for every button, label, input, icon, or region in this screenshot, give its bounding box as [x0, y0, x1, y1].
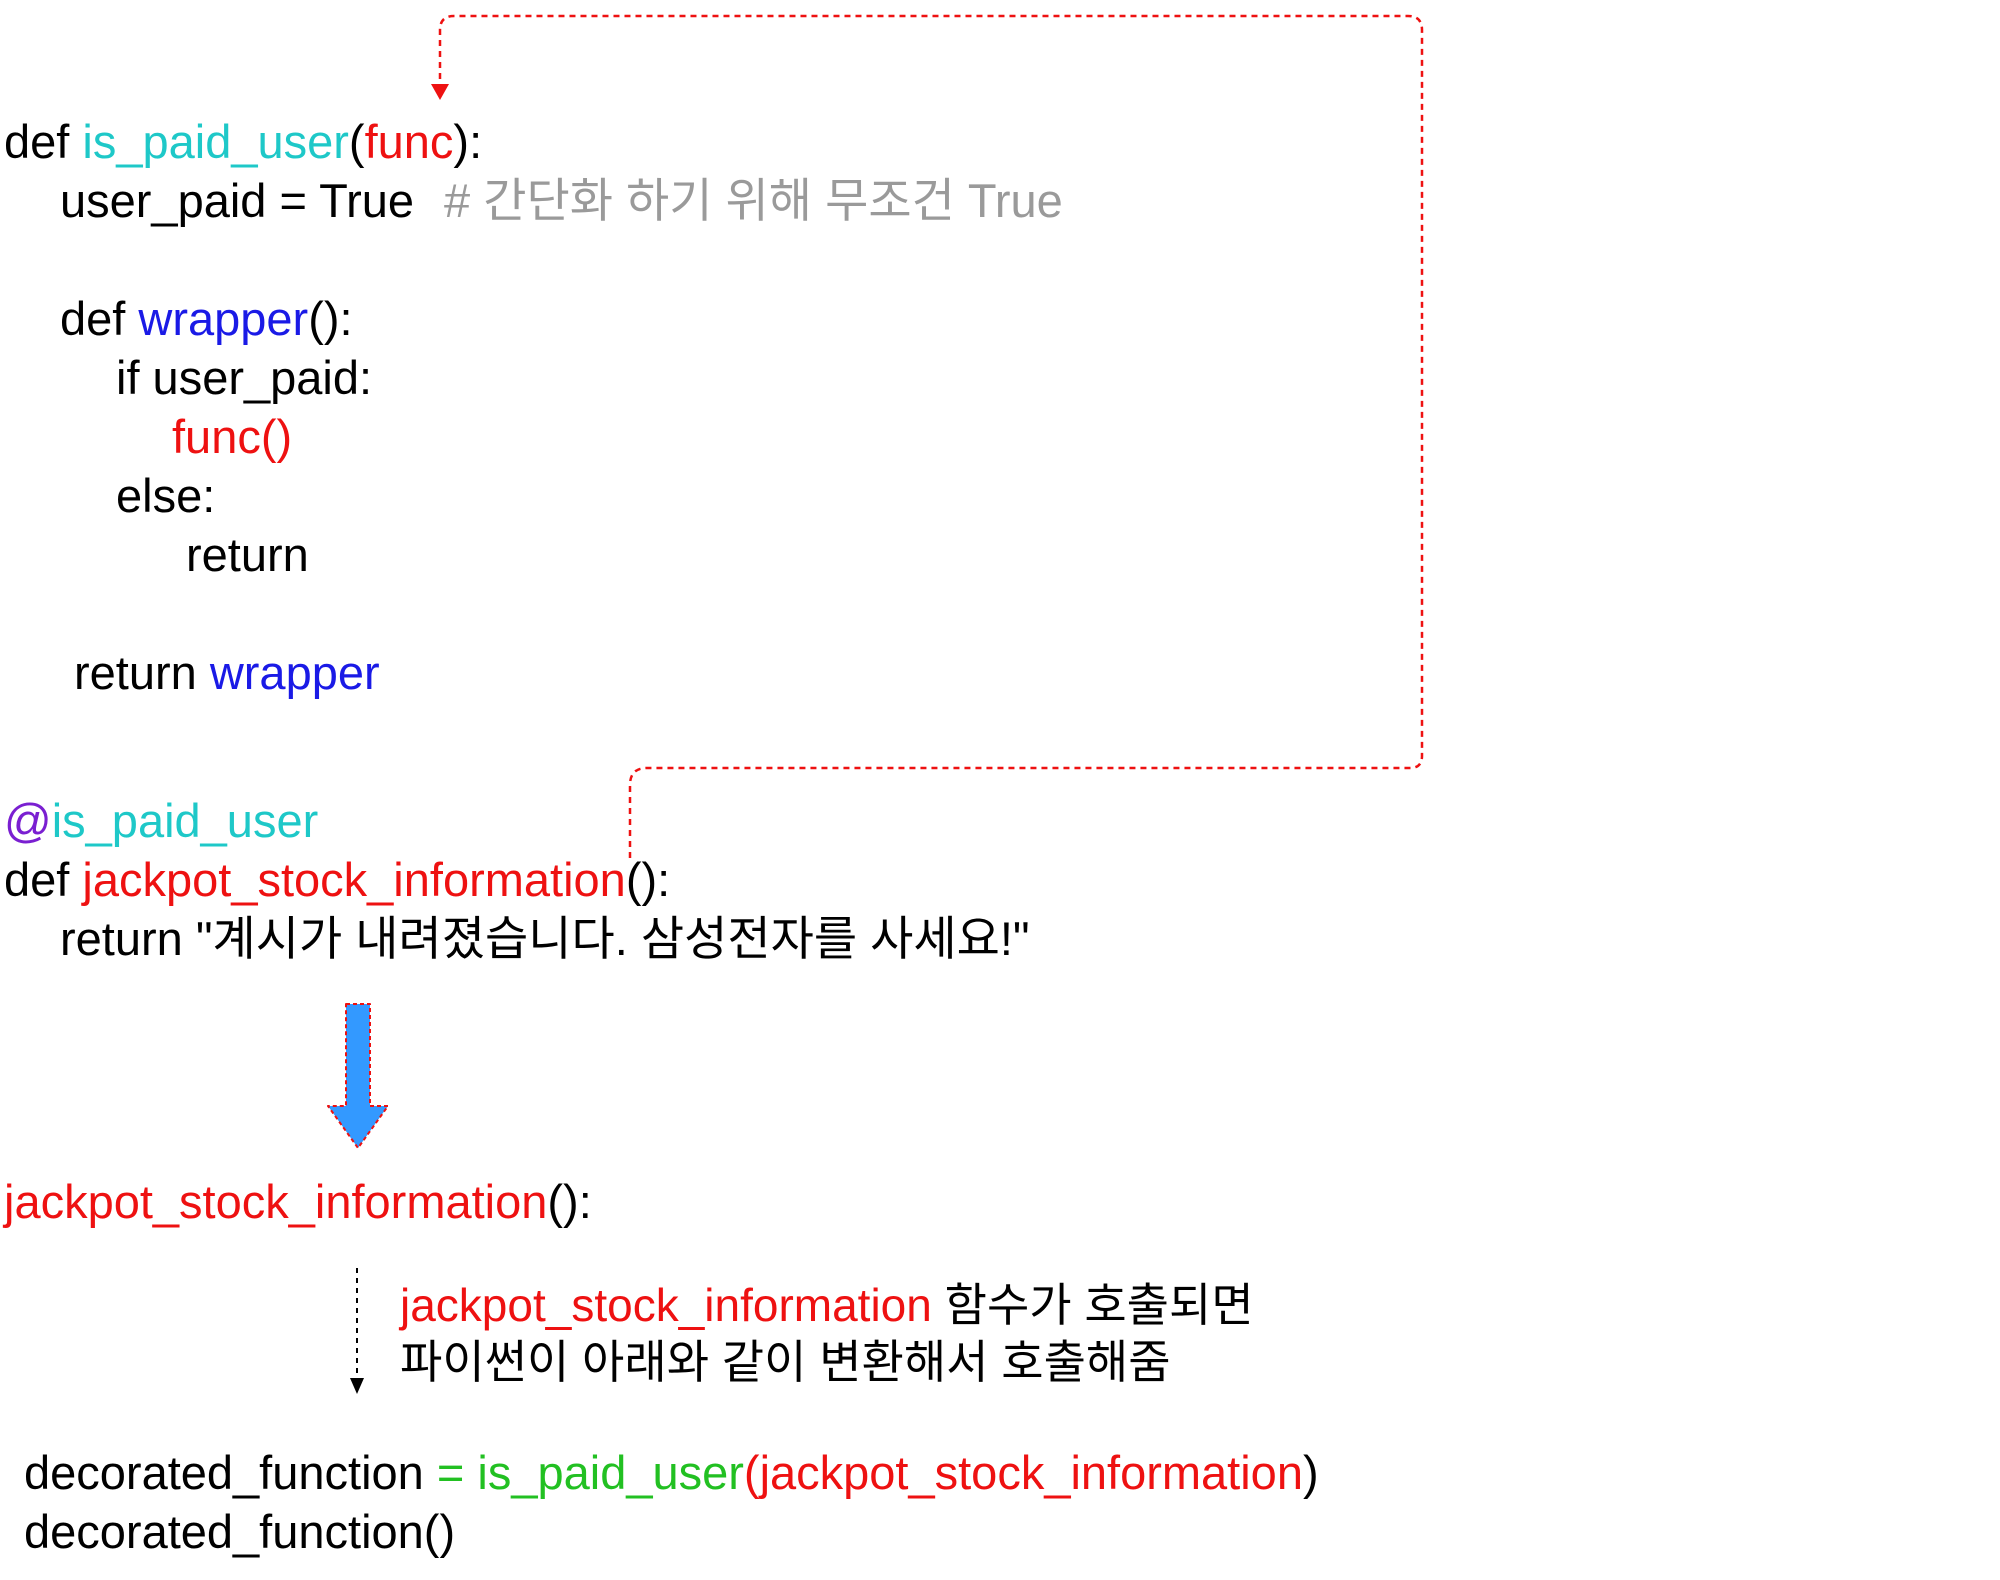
code-line-return: return: [186, 526, 309, 584]
code-line-else: else:: [116, 467, 215, 525]
return-keyword: return: [186, 528, 309, 581]
func-call: func(): [172, 410, 293, 463]
if-statement: if user_paid:: [116, 351, 373, 404]
transformed-paren-close: ): [1302, 1446, 1319, 1499]
code-comment: # 간단화 하기 위해 무조건 True: [444, 174, 1063, 227]
def-keyword: def: [60, 292, 139, 345]
paren-close-colon: ):: [453, 115, 483, 168]
code-line-decorator-usage: @is_paid_user: [4, 792, 318, 850]
returned-wrapper-name: wrapper: [209, 646, 380, 699]
else-statement: else:: [116, 469, 216, 522]
decorated-function-var: decorated_function: [24, 1446, 424, 1499]
note-line-1-rest: 함수가 호출되면: [931, 1279, 1254, 1331]
called-function-name: jackpot_stock_information: [4, 1175, 548, 1228]
transformed-decorator-call: is_paid_user: [477, 1446, 744, 1499]
note-line-2-text: 파이썬이 아래와 같이 변환해서 호출해줌: [400, 1336, 1171, 1388]
return-keyword: return: [74, 646, 210, 699]
wrapper-parens: ():: [308, 292, 353, 345]
paren-open: (: [348, 115, 365, 168]
code-line-user-paid: user_paid = True # 간단화 하기 위해 무조건 True: [60, 172, 1063, 230]
dashed-loop-arrow-icon: [431, 14, 1424, 858]
user-paid-assignment: user_paid = True: [60, 174, 415, 227]
decorator-reference: is_paid_user: [51, 794, 319, 847]
code-line-return-wrapper: return wrapper: [74, 644, 380, 702]
def-keyword: def: [4, 853, 83, 906]
func-parameter: func: [364, 115, 454, 168]
decorator-function-name: is_paid_user: [82, 115, 349, 168]
call-parens: ():: [547, 1175, 592, 1228]
assign-equals: =: [423, 1446, 478, 1499]
transformed-call-line: decorated_function(): [24, 1503, 455, 1561]
decorated-parens: ():: [625, 853, 671, 906]
code-line-def-is-paid-user: def is_paid_user(func):: [4, 113, 482, 171]
return-string-statement: return "계시가 내려졌습니다. 삼성전자를 사세요!": [60, 912, 1030, 965]
at-sign: @: [4, 794, 52, 847]
dashed-down-arrow-icon: [350, 1268, 364, 1394]
decorated-function-name: jackpot_stock_information: [82, 853, 626, 906]
code-line-return-string: return "계시가 내려졌습니다. 삼성전자를 사세요!": [60, 910, 1030, 968]
wrapper-function-name: wrapper: [138, 292, 309, 345]
transformed-assignment-line: decorated_function = is_paid_user(jackpo…: [24, 1444, 1319, 1502]
note-line-2: 파이썬이 아래와 같이 변환해서 호출해줌: [400, 1333, 1171, 1391]
code-line-func-call: func(): [172, 408, 292, 466]
transformed-paren-open: (: [743, 1446, 760, 1499]
call-line: jackpot_stock_information():: [4, 1173, 592, 1231]
code-line-def-jackpot: def jackpot_stock_information():: [4, 851, 670, 909]
def-keyword: def: [4, 115, 83, 168]
down-block-arrow-icon: [327, 1003, 389, 1149]
code-line-def-wrapper: def wrapper():: [60, 290, 353, 348]
decorated-function-call: decorated_function(): [24, 1505, 456, 1558]
transformed-argument: jackpot_stock_information: [759, 1446, 1303, 1499]
note-function-name: jackpot_stock_information: [400, 1279, 932, 1331]
code-line-if-user-paid: if user_paid:: [116, 349, 372, 407]
note-line-1: jackpot_stock_information 함수가 호출되면: [400, 1276, 1254, 1334]
